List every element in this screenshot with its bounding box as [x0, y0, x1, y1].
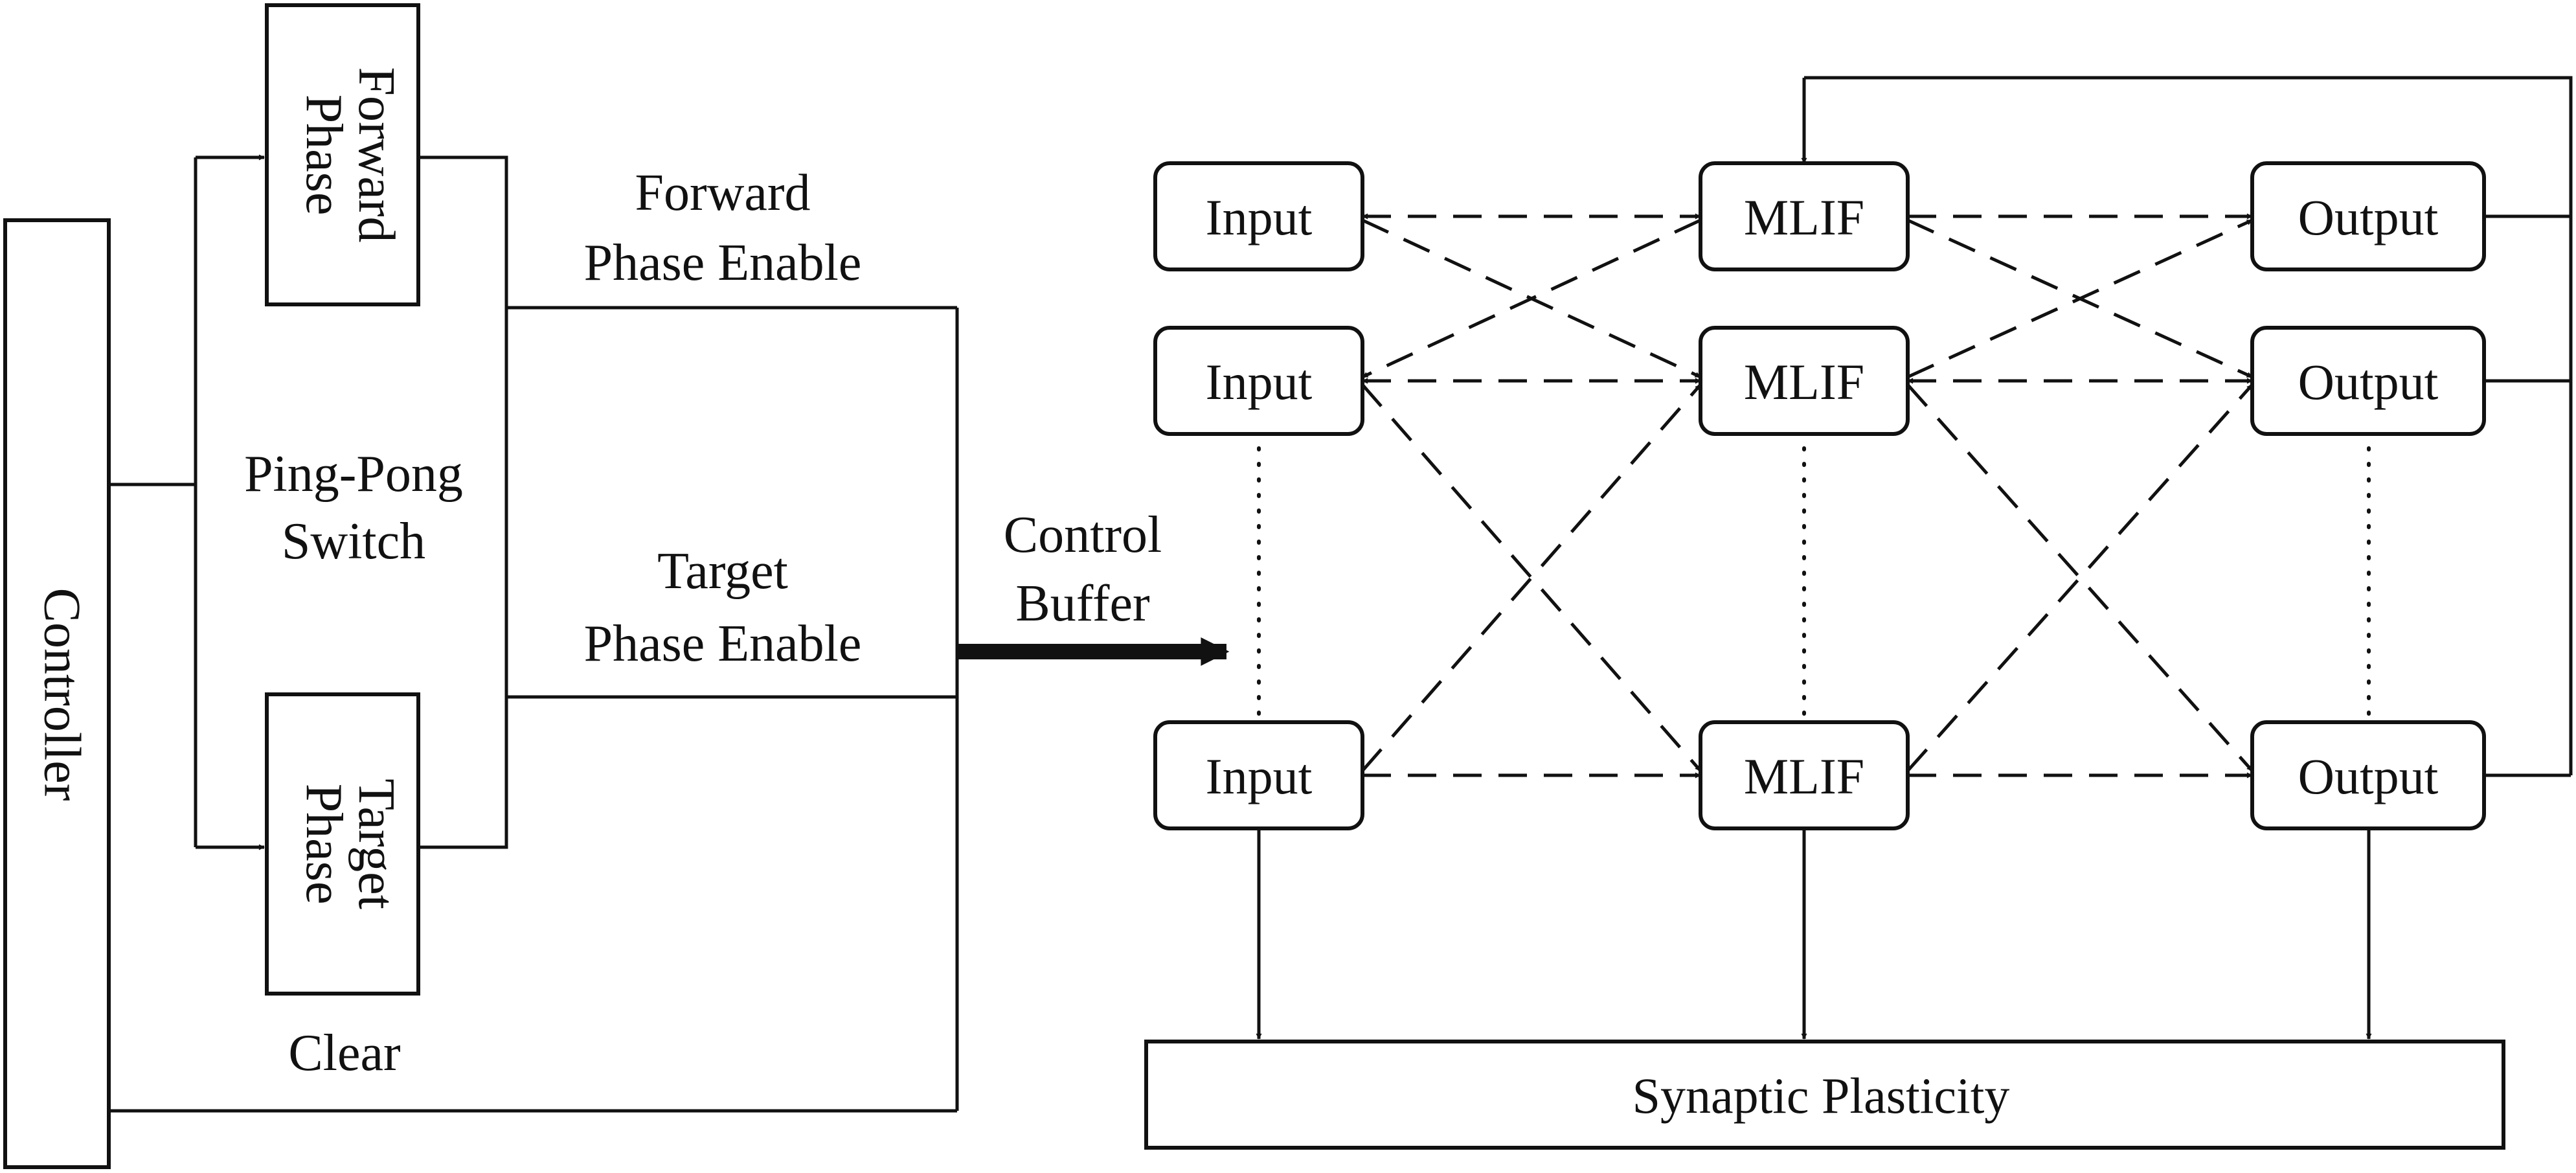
target-phase-label-line2: Phase: [295, 784, 352, 905]
input-node-3-label: Input: [1206, 748, 1313, 804]
output-node-2: [2250, 326, 2486, 436]
input-node-2-label: Input: [1206, 354, 1313, 410]
controller-to-phases-wires: [109, 154, 265, 850]
mlif-node-2: [1699, 326, 1910, 436]
input-node-1-label: Input: [1206, 189, 1313, 245]
controller-label: Controller: [34, 588, 91, 801]
input-node-2: [1153, 326, 1364, 436]
target-phase-label-line1: Target: [348, 779, 405, 909]
layer-ellipsis-dots: [1257, 431, 2371, 721]
forward-enable-label-line2: Phase Enable: [584, 234, 862, 291]
synaptic-plasticity-box: [1144, 1040, 2505, 1150]
dashed-forward-links: [1362, 213, 2253, 779]
output-node-1: [2250, 161, 2486, 271]
input-node-1: [1153, 161, 1364, 271]
output-node-1-label: Output: [2298, 189, 2439, 245]
forward-enable-label-line1: Forward: [635, 165, 810, 222]
forward-phase-box: [265, 3, 420, 306]
mlif-node-2-label: MLIF: [1744, 354, 1864, 410]
output-node-2-label: Output: [2298, 354, 2439, 410]
mlif-node-3-label: MLIF: [1744, 748, 1864, 804]
controller-box: [3, 218, 111, 1169]
clear-label: Clear: [288, 1025, 400, 1082]
mlif-node-1-label: MLIF: [1744, 189, 1864, 245]
target-enable-label-line2: Phase Enable: [584, 615, 862, 672]
ping-pong-label-line2: Switch: [282, 513, 425, 570]
target-phase-box: [265, 692, 420, 996]
output-node-3-label: Output: [2298, 748, 2439, 804]
forward-phase-label-line2: Phase: [295, 95, 352, 216]
dashed-cross-links: [1361, 218, 2254, 772]
synaptic-plasticity-label: Synaptic Plasticity: [1633, 1067, 2010, 1124]
target-enable-label-line1: Target: [657, 543, 788, 600]
ping-pong-label-line1: Ping-Pong: [244, 446, 463, 503]
mlif-node-1: [1699, 161, 1910, 271]
phase-output-wires: [109, 155, 959, 1113]
output-feedback-loop: [1801, 76, 2573, 777]
control-buffer-label-line1: Control: [1004, 507, 1162, 564]
plasticity-input-arrows: [1256, 828, 2372, 1040]
forward-phase-label-line1: Forward: [348, 67, 405, 242]
control-buffer-label-line2: Buffer: [1015, 575, 1149, 632]
